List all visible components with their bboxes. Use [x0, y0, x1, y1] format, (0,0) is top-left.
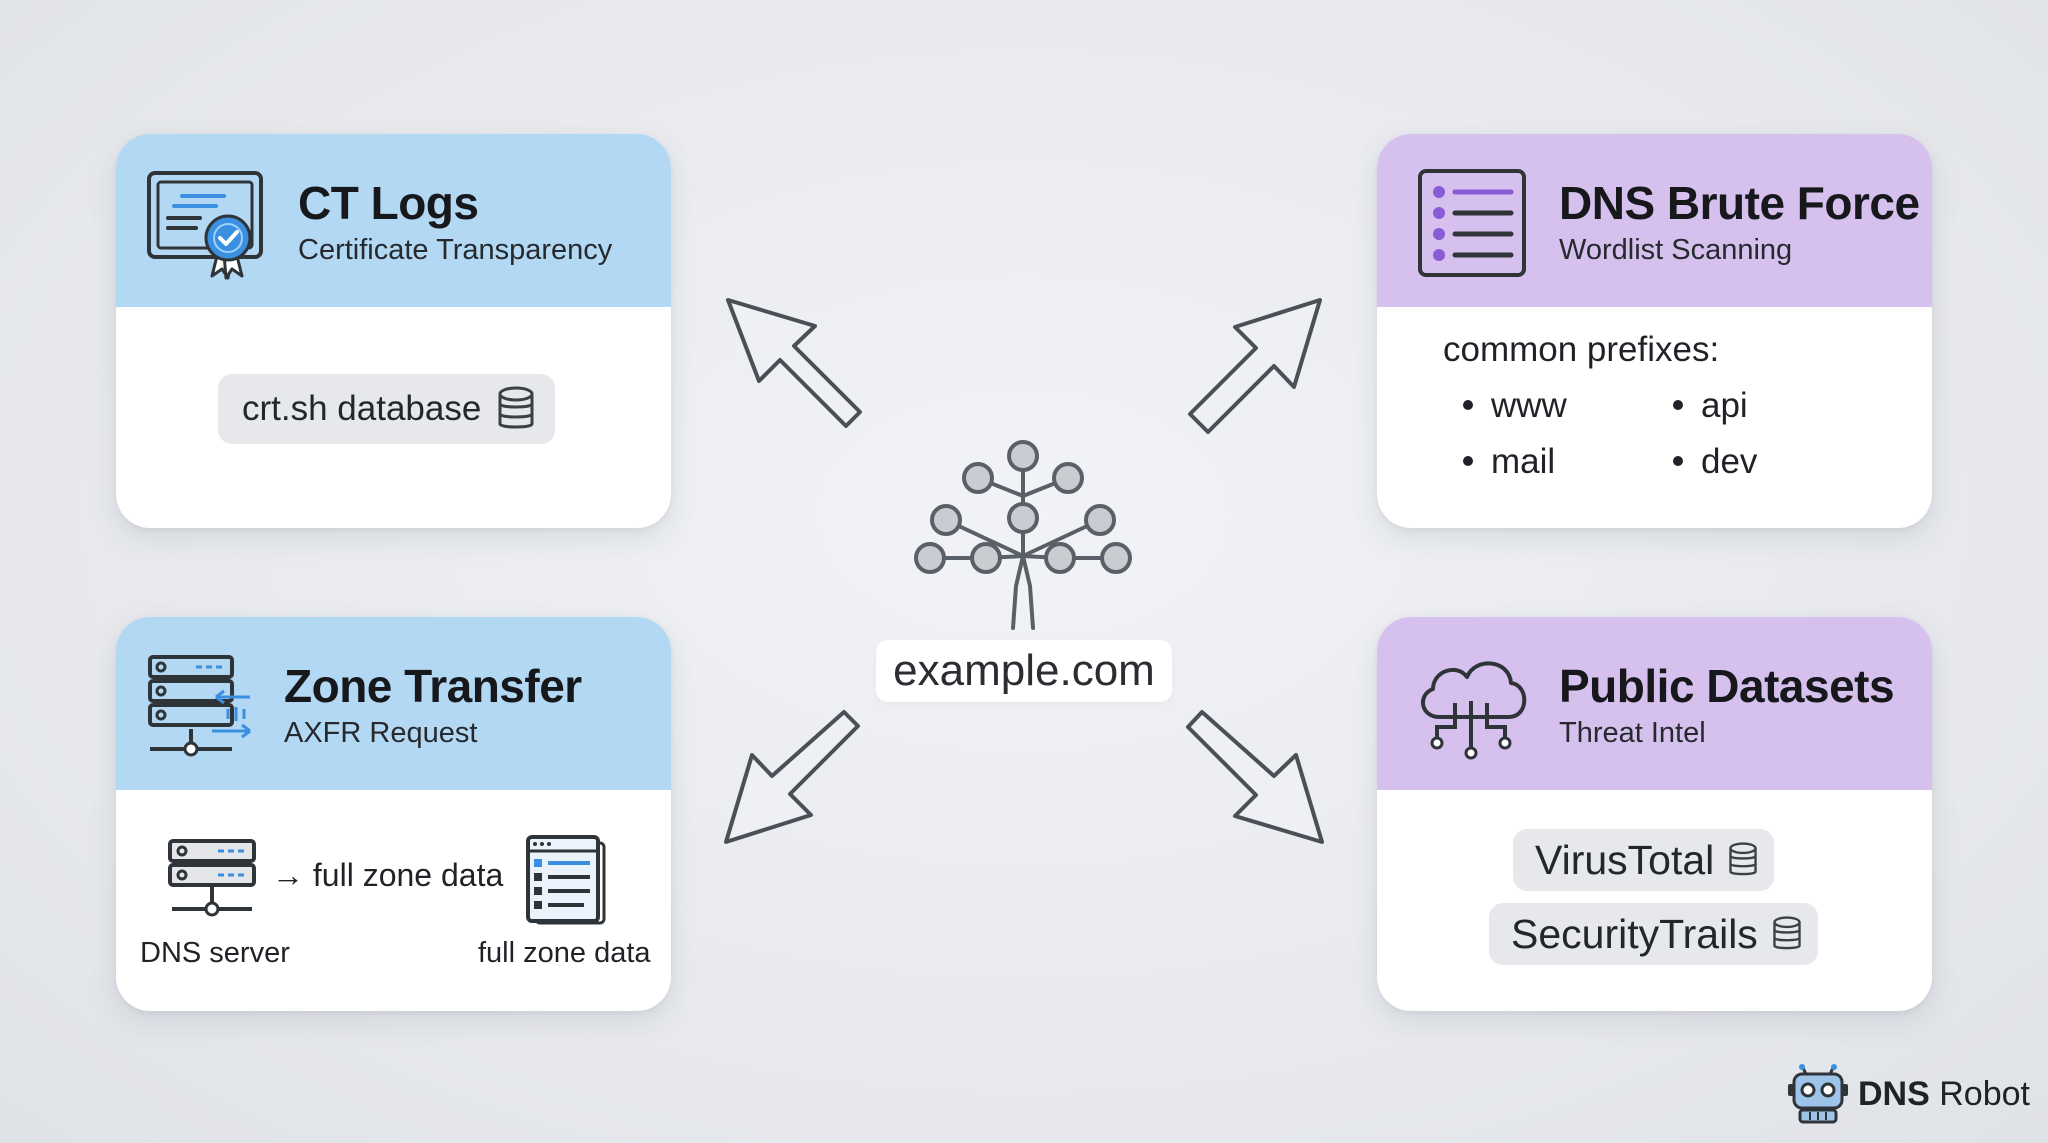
- card-title: Zone Transfer: [284, 660, 582, 712]
- source-label: SecurityTrails: [1511, 910, 1758, 957]
- card-title: Public Datasets: [1559, 660, 1895, 712]
- prefix-item: api: [1673, 386, 1748, 426]
- ct-logs-header: CT Logs Certificate Transparency: [116, 134, 671, 307]
- arrow-up-left: [726, 298, 862, 428]
- securitytrails-pill: SecurityTrails: [1489, 903, 1818, 965]
- robot-icon: [1788, 1064, 1848, 1124]
- dns-server-icon: [168, 839, 256, 917]
- card-title: CT Logs: [298, 177, 479, 229]
- ct-logs-card: CT Logs Certificate Transparency crt.sh …: [116, 134, 671, 528]
- domain-tree-icon: [914, 440, 1132, 630]
- arrow-down-right: [1186, 710, 1324, 844]
- source-label: crt.sh database: [242, 389, 482, 428]
- prefix-item: www: [1463, 386, 1567, 426]
- target-domain-label: example.com: [876, 640, 1172, 702]
- card-subtitle: Threat Intel: [1559, 717, 1706, 749]
- zone-file-icon: [526, 835, 606, 925]
- arrow-down-left: [724, 710, 860, 844]
- arrow-up-right: [1188, 298, 1322, 434]
- transfer-arrow-label: → full zone data: [272, 857, 504, 893]
- card-subtitle: Wordlist Scanning: [1559, 234, 1793, 266]
- public-datasets-header: Public Datasets Threat Intel: [1377, 617, 1932, 790]
- server-transfer-icon: [148, 655, 251, 757]
- prefix-item: dev: [1673, 442, 1757, 482]
- dns-brute-force-header: DNS Brute Force Wordlist Scanning: [1377, 134, 1932, 307]
- public-datasets-card: Public Datasets Threat Intel VirusTotal …: [1377, 617, 1932, 1011]
- wordlist-icon: [1418, 169, 1526, 277]
- source-label: VirusTotal: [1535, 836, 1715, 883]
- card-subtitle: AXFR Request: [284, 717, 478, 749]
- dns-server-label: DNS server: [140, 937, 290, 969]
- dns-brute-force-card: DNS Brute Force Wordlist Scanning common…: [1377, 134, 1932, 528]
- prefixes-intro: common prefixes:: [1443, 330, 1720, 369]
- crt-sh-database-pill: crt.sh database: [218, 374, 556, 444]
- database-icon: [498, 386, 534, 429]
- certificate-icon: [147, 171, 263, 280]
- database-icon: [1773, 916, 1801, 950]
- cloud-network-icon: [1421, 661, 1527, 760]
- zone-transfer-card: Zone Transfer AXFR Request → full zone d…: [116, 617, 671, 1011]
- database-icon: [1729, 842, 1757, 876]
- full-zone-data-label: full zone data: [478, 937, 651, 969]
- card-title: DNS Brute Force: [1559, 177, 1920, 229]
- card-subtitle: Certificate Transparency: [298, 234, 613, 266]
- prefix-item: mail: [1463, 442, 1555, 482]
- brand-logo: DNS Robot: [1786, 1064, 2030, 1124]
- brand-name: DNS Robot: [1858, 1074, 2030, 1113]
- zone-transfer-header: Zone Transfer AXFR Request: [116, 617, 671, 790]
- virustotal-pill: VirusTotal: [1513, 829, 1775, 891]
